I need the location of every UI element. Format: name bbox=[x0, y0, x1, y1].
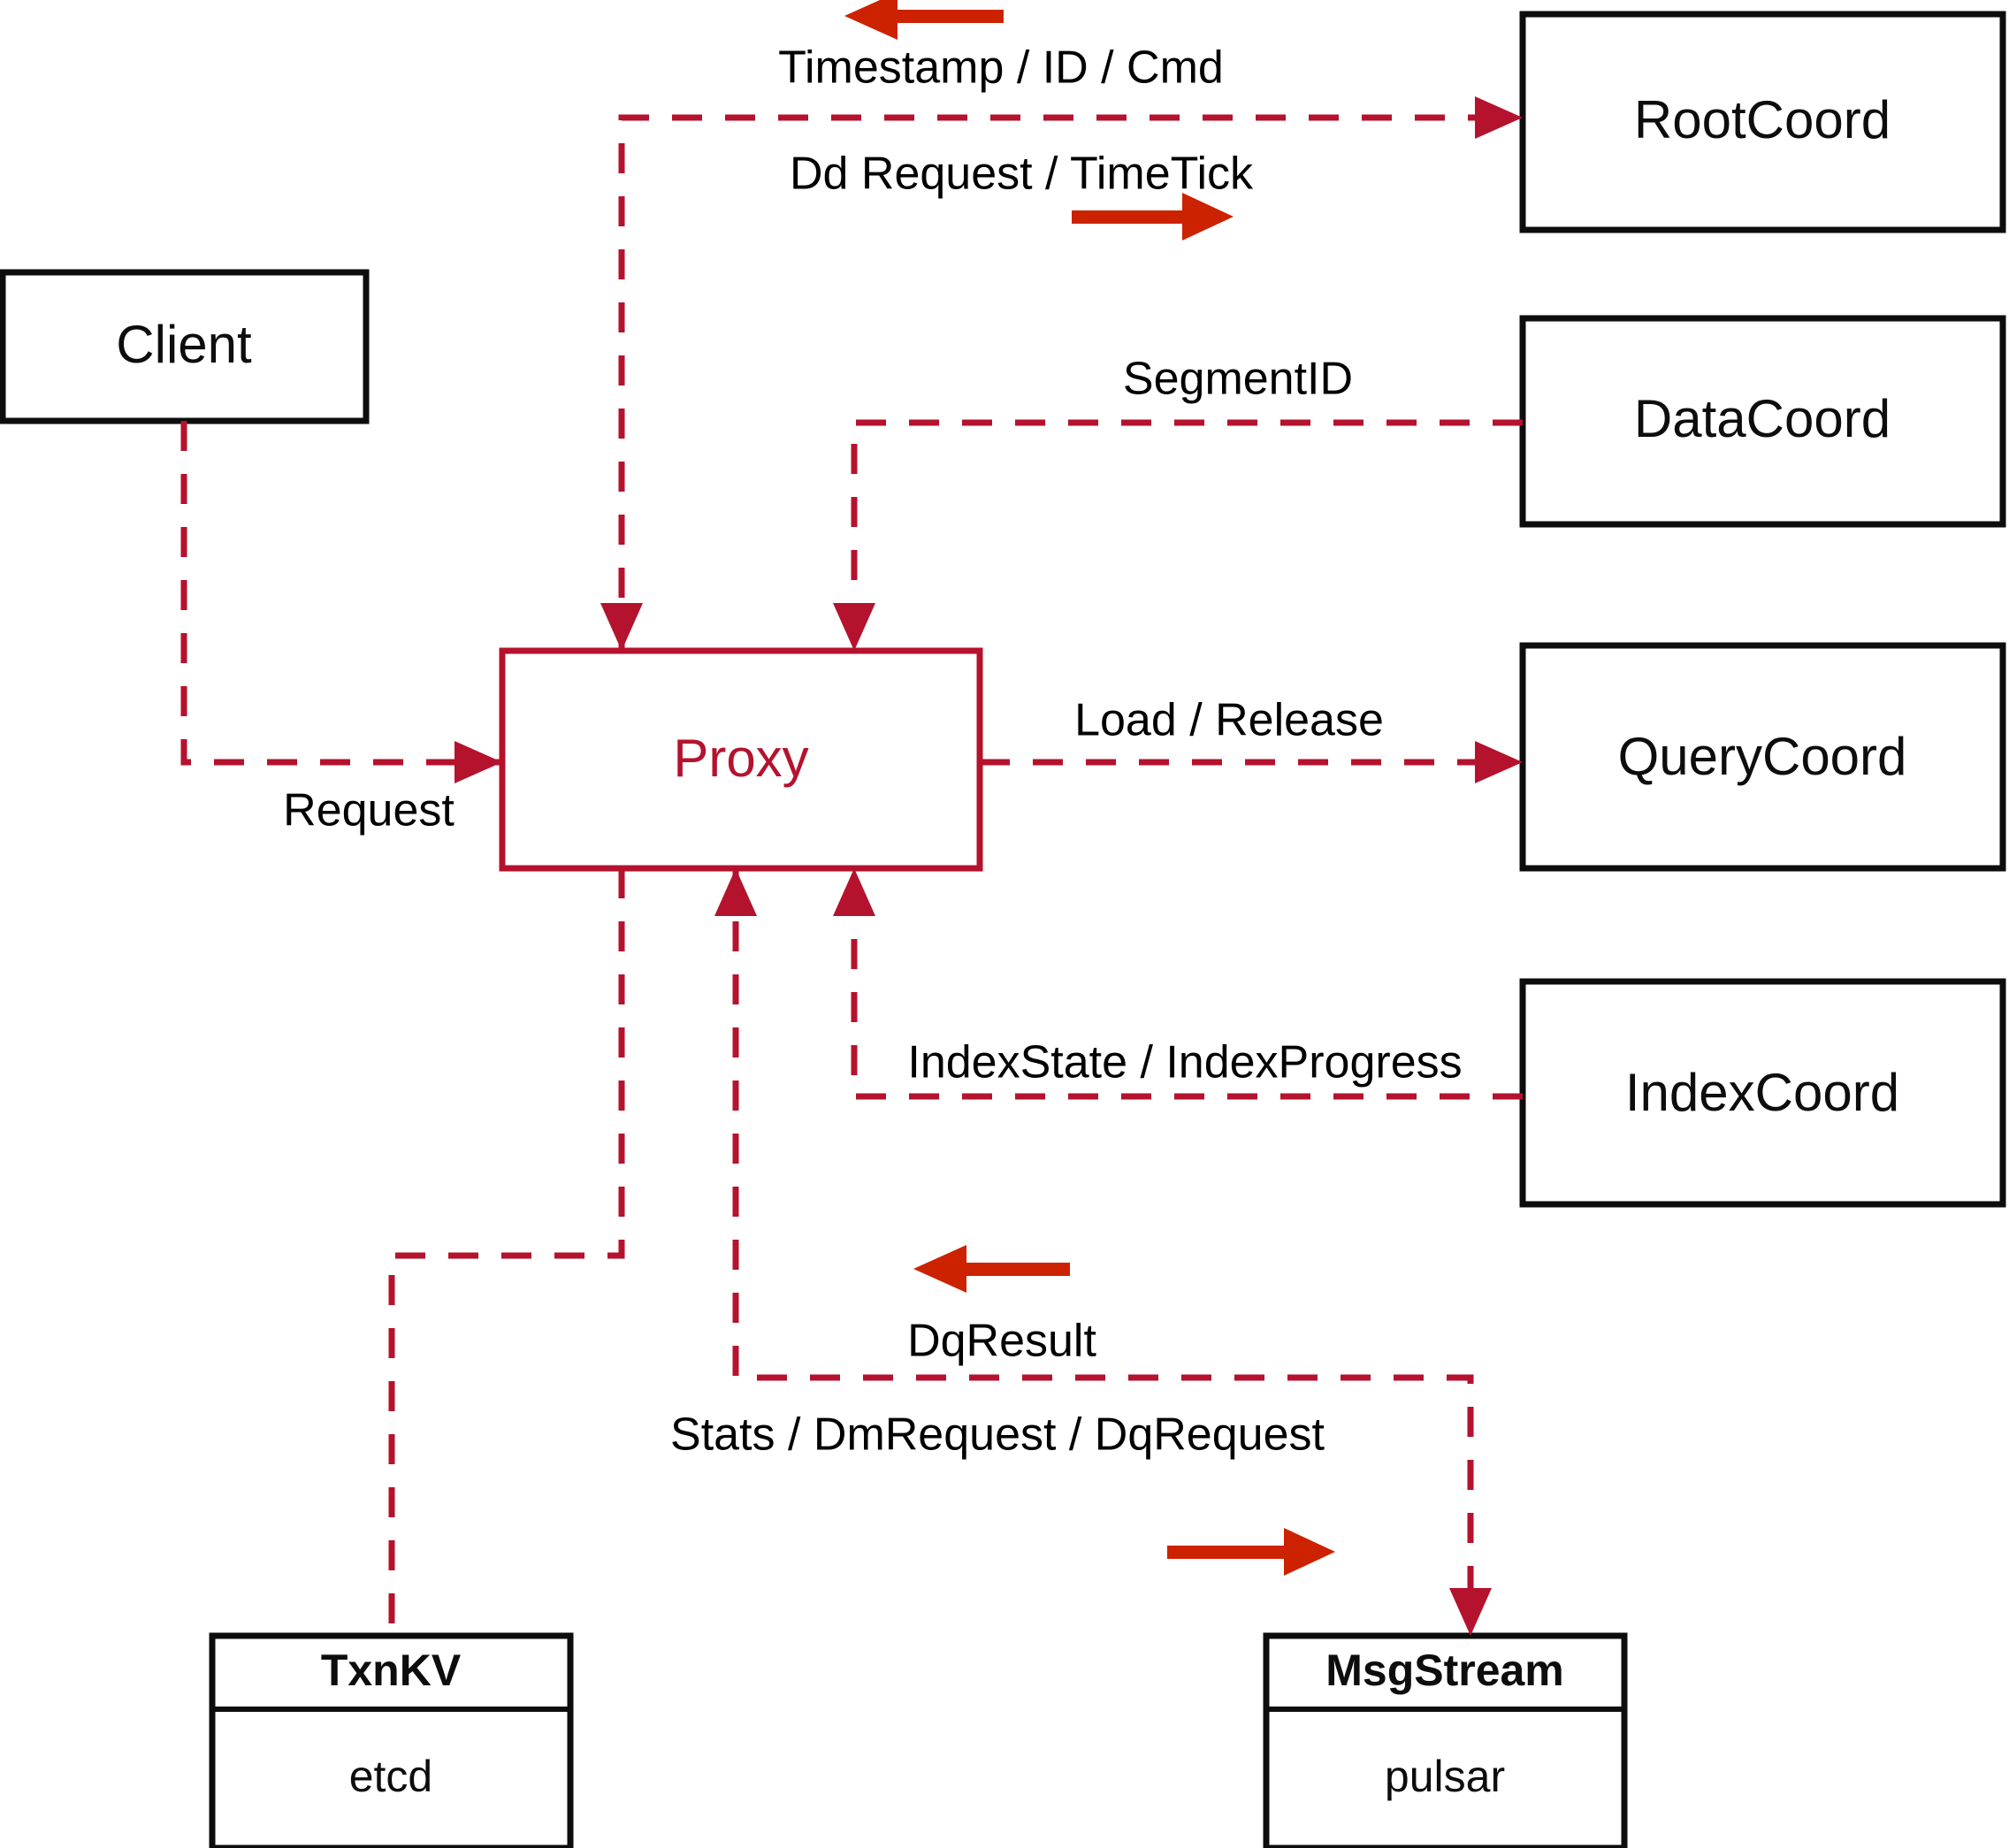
direction-arrow-timestamp-left bbox=[844, 0, 1004, 40]
query-coord-box[interactable] bbox=[1519, 642, 2006, 872]
node-query-coord[interactable]: QueryCoord bbox=[1519, 642, 2006, 872]
direction-arrow-dqresult-shaft bbox=[933, 1263, 1070, 1276]
edge-proxy-msgstream-line bbox=[732, 868, 1474, 1616]
node-root-coord[interactable]: RootCoord bbox=[1519, 11, 2006, 233]
edge-client-proxy-line bbox=[180, 421, 502, 766]
node-index-coord[interactable]: IndexCoord bbox=[1519, 978, 2006, 1208]
edge-label-request: Request bbox=[283, 785, 455, 836]
direction-arrow-timestamp-head bbox=[844, 0, 898, 40]
direction-arrow-dqresult-head bbox=[913, 1245, 966, 1293]
edge-client-proxy-arrowhead bbox=[455, 741, 502, 783]
root-coord-label: RootCoord bbox=[1634, 90, 1891, 149]
direction-arrow-stats-right bbox=[1167, 1528, 1335, 1576]
txnkv-title: TxnKV bbox=[321, 1646, 462, 1695]
direction-arrow-dqresult-left bbox=[913, 1245, 1070, 1293]
edge-label-stats-dm-dq-request: Stats / DmRequest / DqRequest bbox=[670, 1409, 1325, 1461]
root-coord-box[interactable] bbox=[1519, 11, 2006, 233]
edge-label-load-release: Load / Release bbox=[1074, 695, 1384, 746]
node-txnkv[interactable]: TxnKV etcd bbox=[209, 1632, 574, 1848]
edge-rootcoord-proxy-arrowhead bbox=[600, 603, 643, 651]
direction-arrow-stats-shaft bbox=[1167, 1546, 1304, 1559]
edge-datacoord-proxy-line bbox=[851, 419, 1523, 651]
edge-proxy-msgstream-arrowhead bbox=[1449, 1588, 1492, 1636]
edge-indexcoord-proxy-line bbox=[851, 868, 1523, 1100]
txnkv-impl: etcd bbox=[349, 1752, 433, 1801]
client-box[interactable] bbox=[0, 269, 370, 424]
query-coord-label: QueryCoord bbox=[1618, 727, 1907, 786]
index-coord-box[interactable] bbox=[1519, 978, 2006, 1208]
edge-label-dq-result: DqResult bbox=[907, 1316, 1096, 1367]
direction-arrow-ddrequest-shaft bbox=[1072, 210, 1200, 224]
edge-proxy-querycoord bbox=[980, 741, 1523, 783]
edge-proxy-rootcoord-line bbox=[618, 114, 1503, 651]
node-proxy[interactable]: Proxy bbox=[499, 647, 983, 872]
msgstream-box[interactable] bbox=[1263, 1632, 1628, 1848]
direction-arrow-stats-head bbox=[1284, 1528, 1335, 1576]
edge-indexcoord-proxy-arrowhead bbox=[833, 868, 875, 916]
edge-datacoord-proxy bbox=[833, 419, 1523, 651]
data-coord-label: DataCoord bbox=[1634, 389, 1891, 448]
edge-indexcoord-proxy bbox=[833, 868, 1523, 1100]
edge-proxy-querycoord-arrowhead bbox=[1475, 741, 1523, 783]
edge-proxy-msgstream bbox=[714, 868, 1492, 1636]
edge-msgstream-proxy-arrowhead bbox=[714, 868, 757, 916]
data-coord-box[interactable] bbox=[1519, 315, 2006, 528]
edge-label-timestamp-id-cmd: Timestamp / ID / Cmd bbox=[778, 42, 1224, 94]
proxy-box[interactable] bbox=[499, 647, 983, 872]
edge-datacoord-proxy-arrowhead bbox=[833, 603, 875, 651]
direction-arrow-ddrequest-head bbox=[1182, 193, 1234, 241]
edge-proxy-rootcoord bbox=[600, 96, 1523, 651]
msgstream-title: MsgStream bbox=[1325, 1646, 1564, 1695]
edge-proxy-txnkv-line bbox=[388, 868, 625, 1636]
edge-label-dd-request-timetick: Dd Request / TimeTick bbox=[790, 149, 1254, 200]
index-coord-label: IndexCoord bbox=[1625, 1063, 1899, 1122]
edge-proxy-rootcoord-arrowhead bbox=[1475, 96, 1523, 139]
node-client[interactable]: Client bbox=[0, 269, 370, 424]
edge-client-proxy bbox=[180, 421, 502, 783]
msgstream-impl: pulsar bbox=[1385, 1752, 1505, 1801]
edge-label-index-state-progress: IndexState / IndexProgress bbox=[907, 1037, 1462, 1088]
node-msgstream[interactable]: MsgStream pulsar bbox=[1263, 1632, 1628, 1848]
proxy-label: Proxy bbox=[673, 729, 808, 788]
txnkv-box[interactable] bbox=[209, 1632, 574, 1848]
direction-arrow-ddrequest-right bbox=[1072, 193, 1234, 241]
edge-label-segment-id: SegmentID bbox=[1123, 354, 1353, 405]
client-label: Client bbox=[116, 315, 252, 374]
edge-proxy-txnkv bbox=[388, 868, 625, 1636]
node-data-coord[interactable]: DataCoord bbox=[1519, 315, 2006, 528]
